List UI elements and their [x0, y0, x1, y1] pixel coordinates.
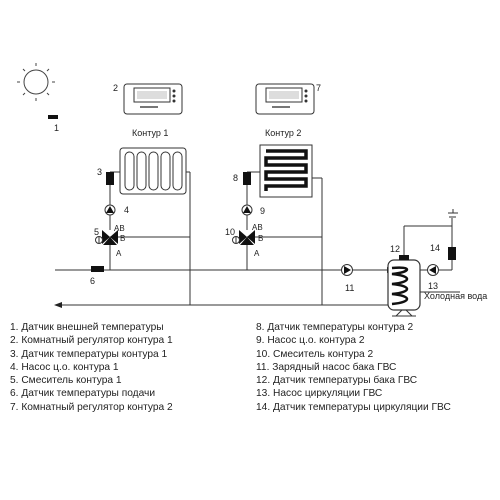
legend-item: 13. Насос циркуляции ГВС: [256, 388, 383, 400]
legend-item: 12. Датчик температуры бака ГВС: [256, 375, 418, 387]
label-7: 7: [316, 83, 321, 93]
sun-icon: [17, 63, 55, 101]
label-12: 12: [390, 244, 400, 254]
legend-left: 1. Датчик внешней температуры 2. Комнатн…: [10, 321, 173, 414]
legend-item: 2. Комнатный регулятор контура 1: [10, 335, 173, 347]
charging-pump-11-icon: [341, 264, 353, 276]
pump-9-icon: [241, 204, 253, 216]
label-1: 1: [54, 123, 59, 133]
legend-item: 9. Насос ц.о. контура 2: [256, 335, 365, 347]
circulation-pump-13-icon: [427, 264, 439, 276]
contour-2-title: Контур 2: [265, 128, 301, 138]
legend-right: 8. Датчик температуры контура 2 9. Насос…: [256, 321, 451, 414]
tank-sensor-12: [399, 255, 409, 260]
label-10: 10: [225, 227, 235, 237]
pump-4-icon: [104, 204, 116, 216]
legend-item: 5. Смеситель контура 1: [10, 375, 122, 387]
label-6: 6: [90, 276, 95, 286]
contour-2-piping: [246, 171, 323, 305]
legend-item: 6. Датчик температуры подачи: [10, 388, 156, 400]
legend-item: 10. Смеситель контура 2: [256, 348, 374, 360]
label-2: 2: [113, 83, 118, 93]
port-b-2: B: [258, 234, 263, 243]
label-3: 3: [97, 167, 102, 177]
outdoor-sensor-1: [48, 115, 58, 119]
legend-item: 14. Датчик температуры циркуляции ГВС: [256, 401, 451, 413]
legend-item: 7. Комнатный регулятор контура 2: [10, 401, 173, 413]
temp-sensor-3: [106, 172, 114, 185]
mixer-valve-5-icon: [95, 230, 118, 245]
legend-item: 3. Датчик температуры контура 1: [10, 348, 168, 360]
legend-item: 11. Зарядный насос бака ГВС: [256, 361, 397, 373]
label-9: 9: [260, 206, 265, 216]
radiator-icon: [119, 147, 187, 195]
supply-sensor-6: [91, 266, 104, 272]
circulation-sensor-14: [448, 247, 456, 260]
cold-water-label: Холодная вода: [424, 291, 487, 301]
label-4: 4: [124, 205, 129, 215]
label-11: 11: [345, 283, 354, 293]
room-controller-2: [123, 83, 183, 115]
port-ab-2: AB: [252, 223, 263, 232]
port-b-1: B: [120, 234, 125, 243]
mixer-valve-10-icon: [232, 230, 255, 245]
label-14: 14: [430, 243, 440, 253]
dhw-tank-icon: [387, 259, 460, 317]
contour-1-title: Контур 1: [132, 128, 168, 138]
floor-heating-icon: [259, 144, 313, 198]
label-13: 13: [428, 281, 438, 291]
legend-item: 1. Датчик внешней температуры: [10, 322, 164, 333]
label-5: 5: [94, 227, 99, 237]
temp-sensor-8: [243, 172, 251, 185]
legend-item: 4. Насос ц.о. контура 1: [10, 361, 119, 373]
dhw-circulation-piping: [403, 209, 458, 271]
room-controller-7: [255, 83, 315, 115]
label-8: 8: [233, 173, 238, 183]
port-a-1: A: [116, 249, 122, 258]
port-a-2: A: [254, 249, 260, 258]
port-ab-1: AB: [114, 224, 125, 233]
legend-item: 8. Датчик температуры контура 2: [256, 322, 414, 333]
